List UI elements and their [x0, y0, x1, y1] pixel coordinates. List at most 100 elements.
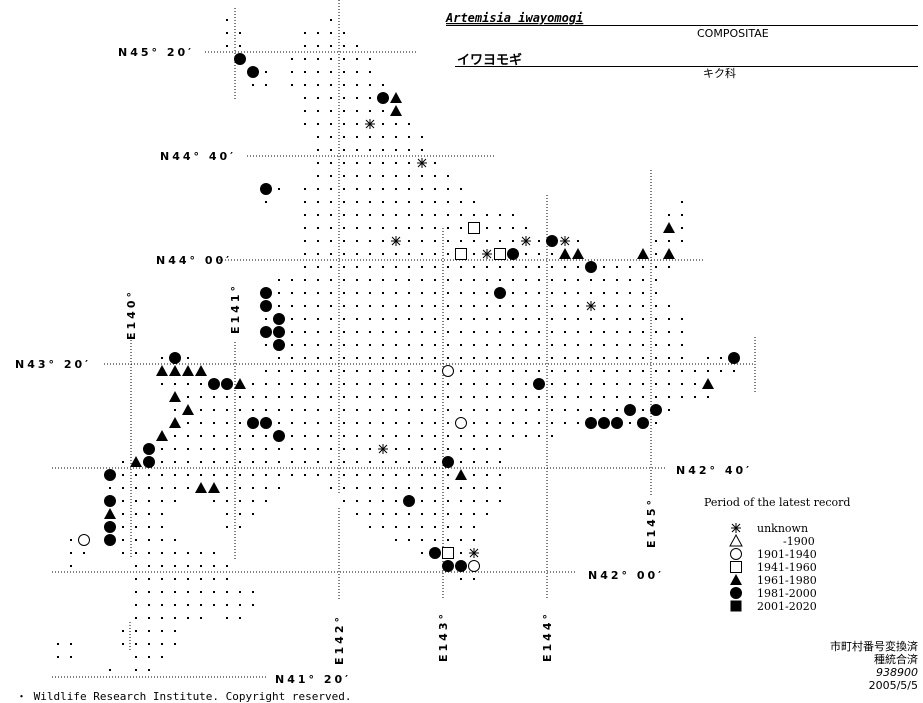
mesh-dot [486, 474, 488, 476]
mesh-dot [551, 370, 553, 372]
mesh-dot [265, 383, 267, 385]
mesh-dot [525, 357, 527, 359]
record-1961-1980-marker [559, 248, 571, 259]
mesh-dot [330, 188, 332, 190]
mesh-dot [343, 487, 345, 489]
mesh-dot [330, 97, 332, 99]
mesh-dot [408, 331, 410, 333]
mesh-dot [408, 513, 410, 515]
mesh-dot [408, 435, 410, 437]
mesh-dot [317, 45, 319, 47]
mesh-dot [317, 422, 319, 424]
mesh-dot [252, 448, 254, 450]
mesh-dot [590, 344, 592, 346]
mesh-dot [564, 370, 566, 372]
lon-label: E142° [333, 614, 346, 665]
mesh-dot [668, 409, 670, 411]
mesh-dot [369, 201, 371, 203]
mesh-dot [473, 435, 475, 437]
lat-label: N43° 20′ [15, 358, 91, 371]
mesh-dot [655, 305, 657, 307]
mesh-dot [421, 344, 423, 346]
mesh-dot [525, 435, 527, 437]
mesh-dot [187, 591, 189, 593]
unknown-marker [469, 548, 479, 558]
mesh-dot [473, 357, 475, 359]
mesh-dot [174, 383, 176, 385]
mesh-dot [655, 370, 657, 372]
mesh-dot [668, 318, 670, 320]
mesh-dot [161, 617, 163, 619]
mesh-dot [538, 292, 540, 294]
mesh-dot [538, 357, 540, 359]
mesh-dot [616, 292, 618, 294]
mesh-dot [499, 214, 501, 216]
mesh-dot [616, 266, 618, 268]
mesh-dot [382, 396, 384, 398]
mesh-dot [564, 409, 566, 411]
mesh-dot [499, 461, 501, 463]
record-1961-1980-marker [234, 378, 246, 389]
record-1961-1980-marker [572, 248, 584, 259]
mesh-dot [642, 305, 644, 307]
mesh-dot [369, 435, 371, 437]
record-1941-1960-marker [442, 547, 454, 559]
mesh-dot [408, 526, 410, 528]
mesh-dot [681, 383, 683, 385]
mesh-dot [473, 422, 475, 424]
asterisk-icon [731, 523, 741, 533]
mesh-dot [356, 435, 358, 437]
legend-label: unknown [757, 522, 808, 535]
mesh-dot [642, 279, 644, 281]
mesh-dot [473, 292, 475, 294]
mesh-dot [135, 604, 137, 606]
mesh-dot [265, 409, 267, 411]
mesh-dot [382, 513, 384, 515]
record-1981-2000-marker [728, 352, 740, 364]
mesh-dot [460, 344, 462, 346]
mesh-dot [161, 552, 163, 554]
mesh-dot [473, 344, 475, 346]
mesh-dot [668, 305, 670, 307]
mesh-dot [421, 253, 423, 255]
mesh-dot [369, 448, 371, 450]
mesh-dot [551, 279, 553, 281]
mesh-dot [317, 383, 319, 385]
mesh-dot [525, 318, 527, 320]
mesh-dot [343, 318, 345, 320]
mesh-dot [109, 669, 111, 671]
mesh-dot [304, 123, 306, 125]
mesh-dot [382, 331, 384, 333]
mesh-dot [226, 604, 228, 606]
mesh-dot [369, 513, 371, 515]
mesh-dot [512, 357, 514, 359]
mesh-dot [382, 500, 384, 502]
mesh-dot [551, 435, 553, 437]
mesh-dot [278, 422, 280, 424]
lat-label: N44° 00′ [156, 254, 232, 267]
mesh-dot [642, 318, 644, 320]
scientific-name: Artemisia iwayomogi [445, 11, 583, 25]
mesh-dot [369, 175, 371, 177]
mesh-dot [135, 513, 137, 515]
unknown-marker [417, 158, 427, 168]
mesh-dot [434, 396, 436, 398]
mesh-dot [473, 578, 475, 580]
mesh-dot [629, 422, 631, 424]
mesh-dot [421, 526, 423, 528]
lat-label: N42° 40′ [676, 464, 752, 477]
mesh-dot [421, 474, 423, 476]
mesh-dot [278, 383, 280, 385]
mesh-dot [395, 409, 397, 411]
mesh-dot [668, 370, 670, 372]
mesh-dot [356, 84, 358, 86]
record-1981-2000-marker [260, 287, 272, 299]
mesh-dot [317, 474, 319, 476]
mesh-dot [499, 318, 501, 320]
mesh-dot [330, 396, 332, 398]
mesh-dot [590, 357, 592, 359]
mesh-dot [174, 578, 176, 580]
mesh-dot [148, 565, 150, 567]
mesh-dot [226, 448, 228, 450]
mesh-dot [304, 266, 306, 268]
